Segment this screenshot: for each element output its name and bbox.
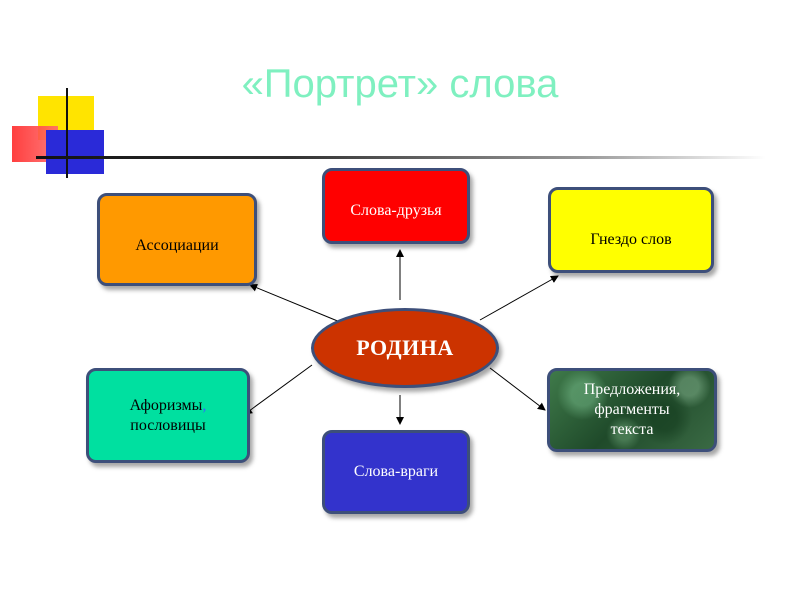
node-sentences: Предложения, фрагменты текста [547, 368, 717, 452]
decor-horizontal-line [36, 156, 766, 159]
arrow-to-sentences [489, 367, 546, 411]
node-sentences-line3: текста [610, 421, 654, 438]
node-enemy-words: Слова-враги [322, 430, 470, 514]
center-node-rodina: РОДИНА [311, 308, 499, 388]
node-friend-words-label: Слова-друзья [350, 202, 442, 219]
node-associations: Ассоциации [97, 193, 257, 286]
slide-title: «Портрет» слова [241, 62, 559, 106]
node-friend-words: Слова-друзья [322, 168, 470, 244]
decor-blue-square [46, 130, 104, 174]
arrow-to-aphorisms [244, 364, 313, 415]
node-enemy-words-label: Слова-враги [353, 463, 439, 480]
decor-vertical-line [66, 88, 68, 178]
node-aphorisms: Афоризмы, пословицы [86, 368, 250, 463]
node-sentences-line1: Предложения, [583, 381, 681, 398]
node-sentences-text: Предложения, фрагменты текста [584, 380, 681, 440]
node-sentences-line2: фрагменты [594, 401, 670, 418]
node-word-nest-label: Гнездо слов [590, 231, 672, 248]
node-aphorisms-line2: пословицы [130, 416, 206, 434]
node-word-nest: Гнездо слов [548, 187, 714, 273]
node-aphorisms-text: Афоризмы, пословицы [130, 396, 207, 436]
arrow-to-associations [249, 283, 341, 323]
center-node-label: РОДИНА [356, 335, 454, 360]
node-associations-label: Ассоциации [135, 237, 219, 254]
arrow-to-nest [479, 275, 559, 321]
node-aphorisms-line1: Афоризмы [129, 396, 203, 414]
node-aphorisms-comma: , [202, 396, 207, 414]
